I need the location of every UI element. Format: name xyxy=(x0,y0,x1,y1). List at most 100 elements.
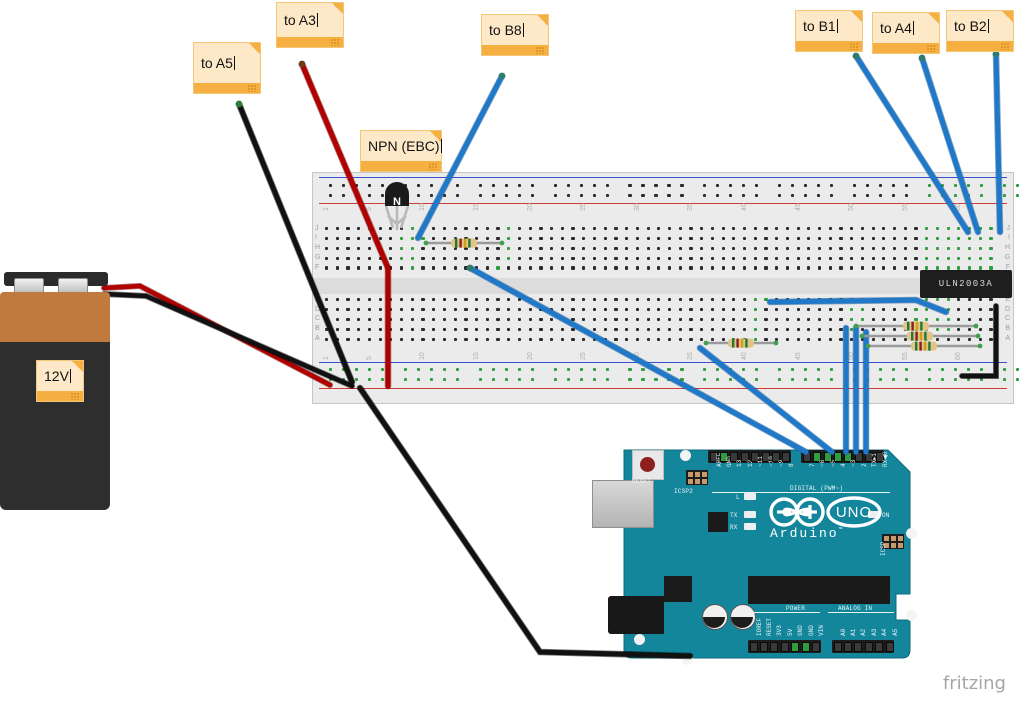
note-resize-bar[interactable] xyxy=(194,83,260,93)
digital-pin-9[interactable] xyxy=(772,452,780,462)
battery-upper-body xyxy=(0,292,110,344)
note-fold-corner xyxy=(332,3,343,14)
arduino-infinity-logo: UNO xyxy=(769,496,882,528)
icsp2-label: ICSP2 xyxy=(674,488,694,495)
sticky-note-12v[interactable]: 12V xyxy=(36,360,84,402)
reset-button-cap[interactable] xyxy=(640,457,655,472)
text-caret xyxy=(233,56,235,70)
row-label-H-right: H xyxy=(1004,244,1010,252)
shield-connector xyxy=(748,576,890,604)
row-label-I-right: I xyxy=(1008,234,1010,242)
digital-pin-8[interactable] xyxy=(782,452,791,462)
text-caret xyxy=(316,13,318,27)
usb-connector[interactable] xyxy=(592,480,654,528)
note-resize-bar[interactable] xyxy=(361,161,441,171)
note-text: to B1 xyxy=(803,18,836,34)
digital-pin-AREF[interactable] xyxy=(709,452,718,462)
analog-pin-A2[interactable] xyxy=(854,642,863,652)
sticky-note-to-b8[interactable]: to B8 xyxy=(481,14,549,56)
note-fold-corner xyxy=(537,15,548,26)
wire-a3-to-board[interactable] xyxy=(298,60,392,272)
power-pin-VIN[interactable] xyxy=(812,642,820,652)
resistor-3[interactable] xyxy=(853,321,979,331)
resize-grip-icon[interactable] xyxy=(248,85,257,92)
resize-grip-icon[interactable] xyxy=(429,163,438,170)
npn-transistor[interactable]: N xyxy=(384,182,410,230)
sticky-note-to-a3[interactable]: to A3 xyxy=(276,2,344,48)
resize-grip-icon[interactable] xyxy=(71,393,80,400)
resistor-5[interactable] xyxy=(865,341,983,351)
fritzing-watermark: fritzing xyxy=(942,673,1006,694)
note-resize-bar[interactable] xyxy=(482,45,548,55)
text-caret xyxy=(987,19,989,33)
wire-b1-to-board[interactable] xyxy=(852,52,972,236)
voltage-regulator xyxy=(664,576,692,602)
resize-grip-icon[interactable] xyxy=(927,45,936,52)
resistor-2[interactable] xyxy=(703,338,779,348)
analog-pin-A4[interactable] xyxy=(875,642,884,652)
power-pin-IOREF[interactable] xyxy=(749,642,758,652)
icsp2-header[interactable] xyxy=(686,470,708,485)
wire-a4-to-board[interactable] xyxy=(918,54,982,236)
wire-digital-6[interactable] xyxy=(696,344,836,456)
resize-grip-icon[interactable] xyxy=(331,39,340,46)
digital-pin-6[interactable] xyxy=(813,452,822,462)
sticky-note-to-b2[interactable]: to B2 xyxy=(946,10,1014,52)
note-resize-bar[interactable] xyxy=(873,43,939,53)
uln2003a-ic[interactable]: ULN2003A xyxy=(920,270,1012,298)
sticky-note-to-b1[interactable]: to B1 xyxy=(795,10,863,52)
svg-text:UNO: UNO xyxy=(836,504,872,521)
sticky-note-to-a5[interactable]: to A5 xyxy=(193,42,261,94)
wire-chip-input[interactable] xyxy=(766,296,950,316)
note-resize-bar[interactable] xyxy=(796,41,862,51)
arduino-uno-board[interactable]: RESETAREFGND1312~11~10~987~6~54~32TX▸1RX… xyxy=(592,444,920,676)
row-label-J-right: J xyxy=(1006,224,1011,232)
resistor-1[interactable] xyxy=(423,238,505,248)
note-fold-corner xyxy=(249,43,260,54)
note-resize-bar[interactable] xyxy=(947,41,1013,51)
sticky-note-to-a4[interactable]: to A4 xyxy=(872,12,940,54)
resize-grip-icon[interactable] xyxy=(536,47,545,54)
analog-pin-A5[interactable] xyxy=(885,642,894,652)
wire-gnd-to-arduino[interactable] xyxy=(356,384,694,660)
note-resize-bar[interactable] xyxy=(37,391,83,401)
note-body: to B2 xyxy=(947,11,1013,41)
digital-pin-RX0[interactable] xyxy=(875,452,884,462)
note-resize-bar[interactable] xyxy=(277,37,343,47)
icsp-header[interactable] xyxy=(882,534,904,549)
power-pin-RESET[interactable] xyxy=(760,642,768,652)
analog-pin-A0[interactable] xyxy=(833,642,842,652)
resistor-4[interactable] xyxy=(859,331,981,341)
sticky-note-npn-ebc[interactable]: NPN (EBC) xyxy=(360,130,442,172)
row-label-E-right: E xyxy=(1005,295,1010,303)
digital-pin-12[interactable] xyxy=(740,452,749,462)
power-pin-GND[interactable] xyxy=(801,642,810,652)
digital-pin-13[interactable] xyxy=(730,452,739,462)
wire-b8-to-board[interactable] xyxy=(414,72,506,242)
analog-pin-A1[interactable] xyxy=(844,642,852,652)
digital-pin-11[interactable] xyxy=(751,452,760,462)
power-pin-5V[interactable] xyxy=(780,642,789,652)
wire-b2-to-board[interactable] xyxy=(992,50,1004,236)
power-pin-GND[interactable] xyxy=(791,642,800,652)
battery-9v[interactable] xyxy=(0,272,110,510)
resize-grip-icon[interactable] xyxy=(850,43,859,50)
power-pin-3V3[interactable] xyxy=(770,642,779,652)
reset-button[interactable] xyxy=(632,450,664,480)
digital-header-left[interactable] xyxy=(708,450,792,463)
digital-pin-10[interactable] xyxy=(761,452,770,462)
capacitor-1-band xyxy=(703,617,725,628)
resize-grip-icon[interactable] xyxy=(1001,43,1010,50)
power-jack[interactable] xyxy=(608,596,664,634)
wire-battery-black[interactable] xyxy=(100,290,356,390)
analog-pin-A3[interactable] xyxy=(864,642,873,652)
wire-chip-ground-jumper[interactable] xyxy=(958,302,1000,380)
row-label-F: F xyxy=(315,263,320,271)
wire-a5-to-rail[interactable] xyxy=(235,100,356,386)
led-RX xyxy=(744,523,756,530)
digital-pin-4[interactable] xyxy=(834,452,842,462)
digital-pin-GND[interactable] xyxy=(720,452,728,462)
wire-breadboard-to-arduino-pin7[interactable] xyxy=(466,264,810,456)
